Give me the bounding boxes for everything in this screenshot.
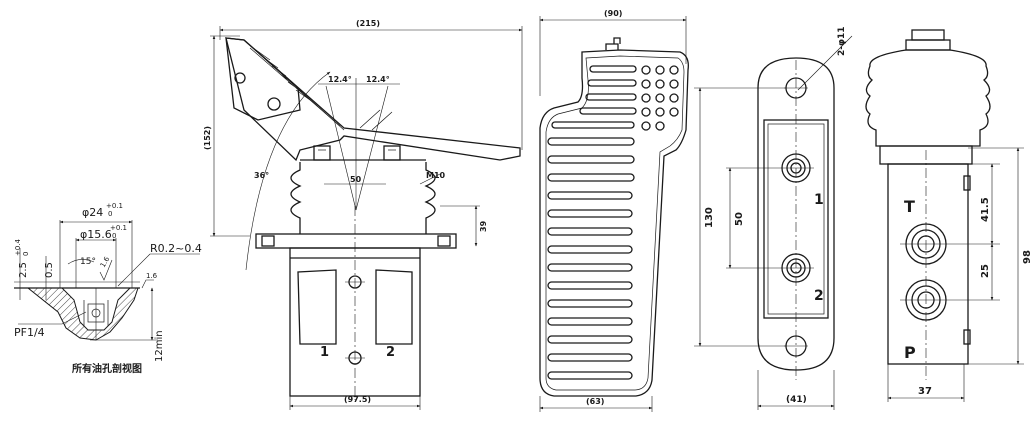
base-width-label: (97.5) xyxy=(344,395,371,404)
side-port-2: 2 xyxy=(386,345,395,360)
front-view: 2-φ11 1 2 130 50 (41) xyxy=(694,26,853,410)
body-height-label: 39 xyxy=(479,220,488,232)
front-plate xyxy=(757,57,835,371)
port-section-detail: φ24 +0.1 0 φ15.6 +0.1 0 2.5 +0.4 0 0.5 1… xyxy=(14,202,202,375)
front-port-1: 1 xyxy=(814,192,824,208)
min-depth-label: 12min xyxy=(154,330,165,362)
side-width-label: (215) xyxy=(356,19,380,28)
pedal-slots xyxy=(547,65,637,380)
pedal-plate xyxy=(225,37,521,162)
dia156-tol-dn: 0 xyxy=(112,232,116,240)
angle-right-label: 12.4° xyxy=(366,75,390,84)
right-dim-t-label: 41.5 xyxy=(980,197,991,222)
pedal-bottom-width-label: (63) xyxy=(586,397,604,406)
pedal-top-view: (90) xyxy=(539,9,689,412)
depth-tol-dn: 0 xyxy=(22,252,30,256)
pedal-bracket xyxy=(225,37,301,121)
radius-label: R0.2~0.4 xyxy=(150,242,202,255)
pedal-outline xyxy=(539,49,689,397)
depth-tol-up: +0.4 xyxy=(14,238,22,256)
right-port-t: T xyxy=(904,197,915,216)
front-height-label: 130 xyxy=(704,207,715,228)
bolt-label: M10 xyxy=(426,171,446,180)
side-view: (215) (152) 12.4° 12.4° 36° xyxy=(203,19,523,410)
right-view: T P 41.5 25 98 37 xyxy=(865,29,1033,402)
dia24-tol-up: +0.1 xyxy=(106,202,123,210)
roughness-2: 1.6 xyxy=(146,272,158,280)
swing-angle-label: 36° xyxy=(254,171,269,180)
dia24-tol-dn: 0 xyxy=(108,210,112,218)
bellows xyxy=(290,162,436,234)
front-spacing-label: 50 xyxy=(734,212,745,226)
angle-15-label: 15° xyxy=(80,257,96,267)
front-width-label: (41) xyxy=(786,395,807,405)
right-height-label: 98 xyxy=(1022,250,1033,264)
step-label: 0.5 xyxy=(44,262,55,278)
right-port-p: P xyxy=(904,343,916,362)
side-height-label: (152) xyxy=(203,126,212,150)
pedal-top-width-label: (90) xyxy=(604,9,622,18)
section-caption: 所有油孔剖视图 xyxy=(72,362,142,375)
holes-label: 2-φ11 xyxy=(837,26,847,56)
roughness-1: 1.6 xyxy=(99,255,112,269)
dia24-label: φ24 xyxy=(82,206,103,219)
front-port-2: 2 xyxy=(814,288,824,304)
right-width-label: 37 xyxy=(918,386,932,397)
pedal-round-holes xyxy=(641,65,679,131)
dia156-tol-up: +0.1 xyxy=(110,224,127,232)
right-body xyxy=(887,163,969,365)
angle-left-label: 12.4° xyxy=(328,75,352,84)
center-dim-label: 50 xyxy=(350,175,362,184)
dia156-label: φ15.6 xyxy=(80,228,112,241)
side-port-1: 1 xyxy=(320,345,329,360)
depth-label: 2.5 xyxy=(18,262,29,278)
right-dim-p-label: 25 xyxy=(980,264,991,278)
thread-label: PF1/4 xyxy=(14,326,45,339)
right-bellows xyxy=(865,49,991,147)
base-flange xyxy=(255,233,457,249)
